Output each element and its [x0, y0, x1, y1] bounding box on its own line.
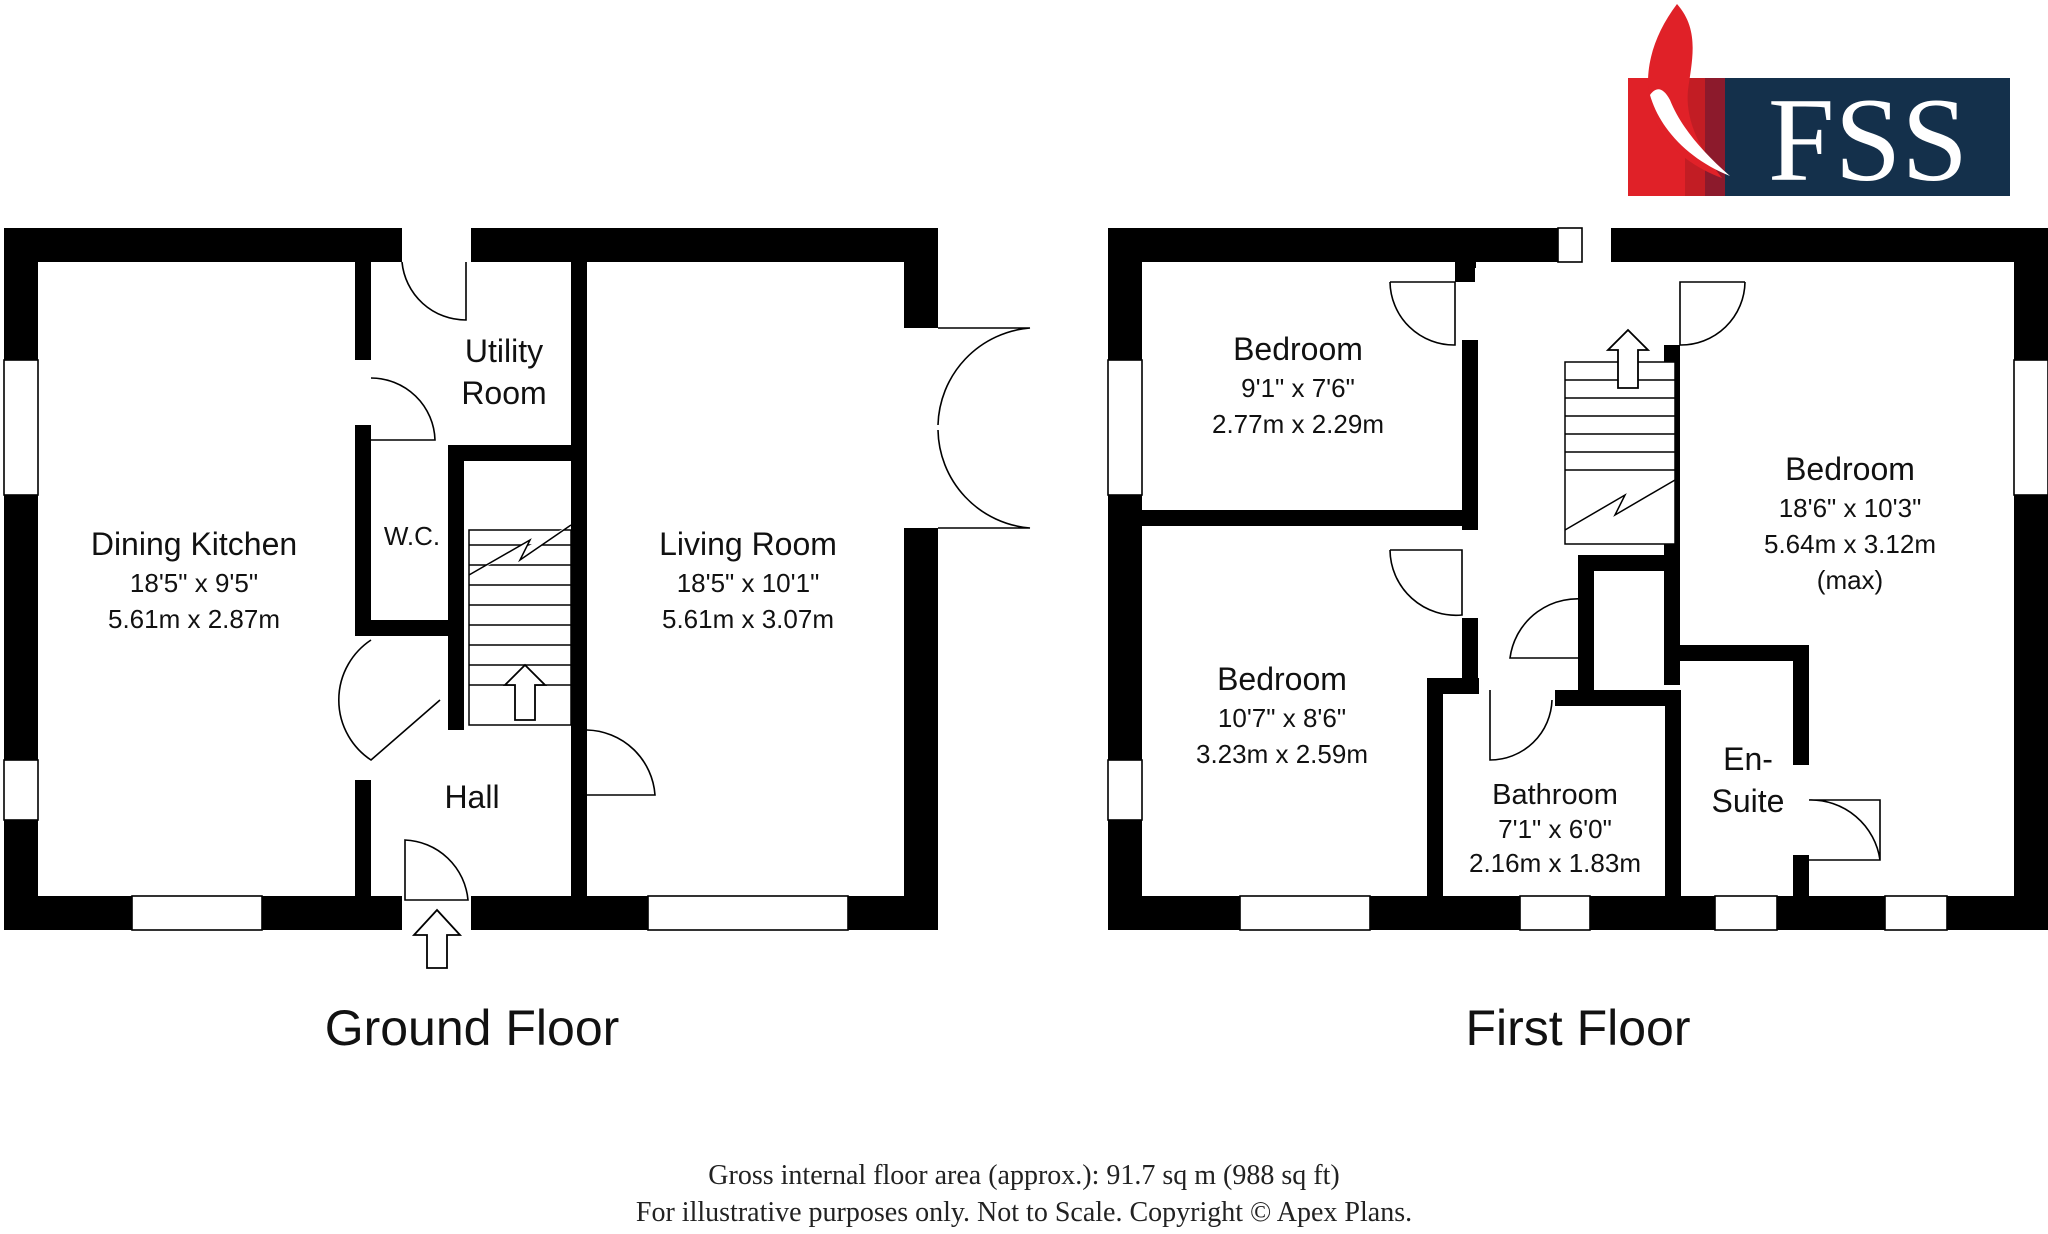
door-swing [1489, 690, 1553, 761]
room-dim-imperial: 10'7" x 8'6" [1218, 703, 1346, 733]
room-dim-metric: 2.16m x 1.83m [1469, 848, 1641, 878]
door-swing [937, 429, 1031, 529]
arrow-up-icon [502, 663, 548, 721]
door-swing [401, 261, 467, 321]
door-swing [586, 729, 656, 796]
room-name-wc: W.C. [384, 521, 440, 551]
entrance-arrow-icon [411, 908, 463, 969]
copyright-note: For illustrative purposes only. Not to S… [635, 1197, 1413, 1228]
room-dim-metric: 5.64m x 3.12m [1764, 529, 1936, 559]
room-dim-imperial: 18'6" x 10'3" [1779, 493, 1922, 523]
room-dim-note: (max) [1817, 565, 1883, 595]
logo-navy-block [1725, 78, 2010, 196]
door-swing [1509, 598, 1591, 659]
staircase [1564, 328, 1676, 545]
room-name-utility-1: Utility [465, 333, 543, 369]
quill-white-icon [1650, 89, 1730, 176]
door-swing [1679, 281, 1746, 346]
window [2013, 359, 2048, 496]
door-swing [1389, 549, 1463, 617]
logo-stripe-2 [1705, 78, 1725, 196]
arrow-up-icon [1605, 328, 1651, 389]
room-name-hall: Hall [444, 779, 499, 815]
window [1557, 227, 1583, 263]
room-name-en-suite-1: En- [1723, 741, 1773, 777]
door-swing [370, 377, 436, 441]
window [647, 895, 849, 931]
window [3, 359, 39, 496]
room-name-bathroom: Bathroom [1492, 779, 1618, 811]
room-name-bedroom-3: Bedroom [1785, 451, 1915, 487]
quill-icon [1648, 4, 1722, 178]
door-swing [937, 327, 1031, 426]
logo-text: FSS [1768, 73, 1968, 206]
room-dim-imperial: 18'5" x 10'1" [677, 568, 820, 598]
room-name-bedroom-1: Bedroom [1233, 331, 1363, 367]
door-swing [1389, 281, 1456, 346]
room-dim-metric: 3.23m x 2.59m [1196, 739, 1368, 769]
window [3, 759, 39, 821]
room-dim-metric: 2.77m x 2.29m [1212, 409, 1384, 439]
room-name-en-suite-2: Suite [1712, 783, 1785, 819]
room-name-living-room: Living Room [659, 526, 837, 562]
first-floor-plan [1107, 227, 2048, 931]
ground-floor-title: Ground Floor [325, 1000, 620, 1056]
window [131, 895, 263, 931]
room-name-dining-kitchen: Dining Kitchen [91, 526, 297, 562]
room-dim-imperial: 18'5" x 9'5" [130, 568, 258, 598]
room-name-bedroom-2: Bedroom [1217, 661, 1347, 697]
room-name-utility-2: Room [461, 375, 546, 411]
staircase [468, 524, 572, 726]
fss-logo: FSS [1628, 4, 2010, 206]
room-dim-imperial: 9'1" x 7'6" [1241, 373, 1355, 403]
window [1884, 895, 1948, 931]
room-dim-metric: 5.61m x 3.07m [662, 604, 834, 634]
room-dim-metric: 5.61m x 2.87m [108, 604, 280, 634]
room-dim-imperial: 7'1" x 6'0" [1498, 814, 1612, 844]
door-swing [338, 639, 441, 762]
first-floor-title: First Floor [1466, 1000, 1691, 1056]
floor-area-note: Gross internal floor area (approx.): 91.… [708, 1160, 1340, 1191]
door-swing [1808, 799, 1881, 861]
ground-floor-plan [3, 228, 1031, 969]
window [1107, 759, 1143, 821]
window [1239, 895, 1371, 931]
door-swing [404, 839, 469, 901]
window [1714, 895, 1778, 931]
window [1107, 359, 1143, 496]
window [1519, 895, 1591, 931]
